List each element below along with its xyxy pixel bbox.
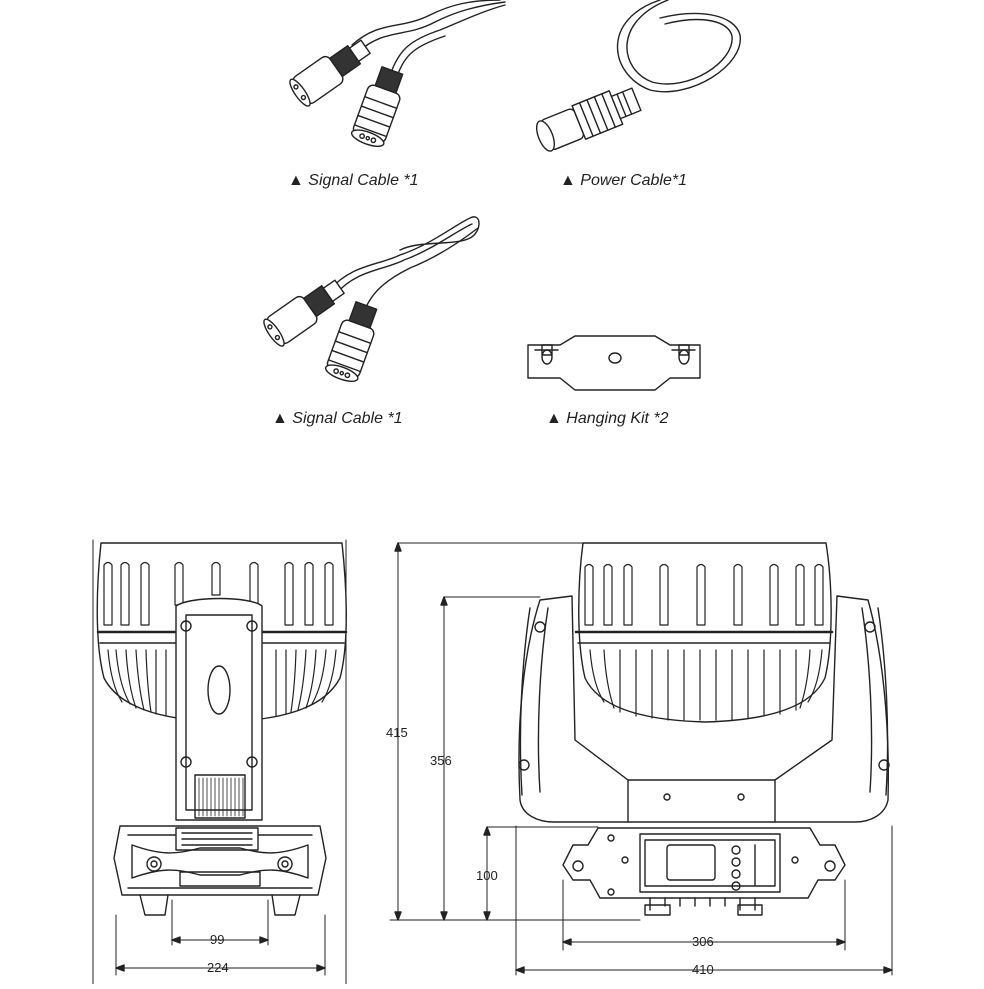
side-view-drawing bbox=[390, 543, 892, 975]
caption-power-cable: ▲ Power Cable*1 bbox=[560, 172, 688, 189]
signal-cable-bottom-drawing bbox=[261, 217, 479, 385]
hanging-kit-drawing bbox=[528, 336, 700, 390]
dim-front-width: 224 bbox=[207, 960, 229, 975]
signal-cable-top-drawing bbox=[287, 0, 505, 150]
dim-side-yoke-height: 356 bbox=[430, 753, 452, 768]
dim-side-total-height: 415 bbox=[386, 725, 408, 740]
caption-signal-cable-top: ▲ Signal Cable *1 bbox=[288, 172, 419, 189]
front-view-drawing bbox=[93, 540, 346, 984]
caption-signal-cable-bottom: ▲ Signal Cable *1 bbox=[272, 410, 403, 427]
caption-hanging-kit: ▲ Hanging Kit *2 bbox=[546, 410, 669, 427]
dim-front-base: 99 bbox=[210, 932, 224, 947]
dim-side-total-width: 410 bbox=[692, 962, 714, 977]
dim-side-base-height: 100 bbox=[476, 868, 498, 883]
dim-side-base-width: 306 bbox=[692, 934, 714, 949]
power-cable-drawing bbox=[532, 0, 740, 155]
